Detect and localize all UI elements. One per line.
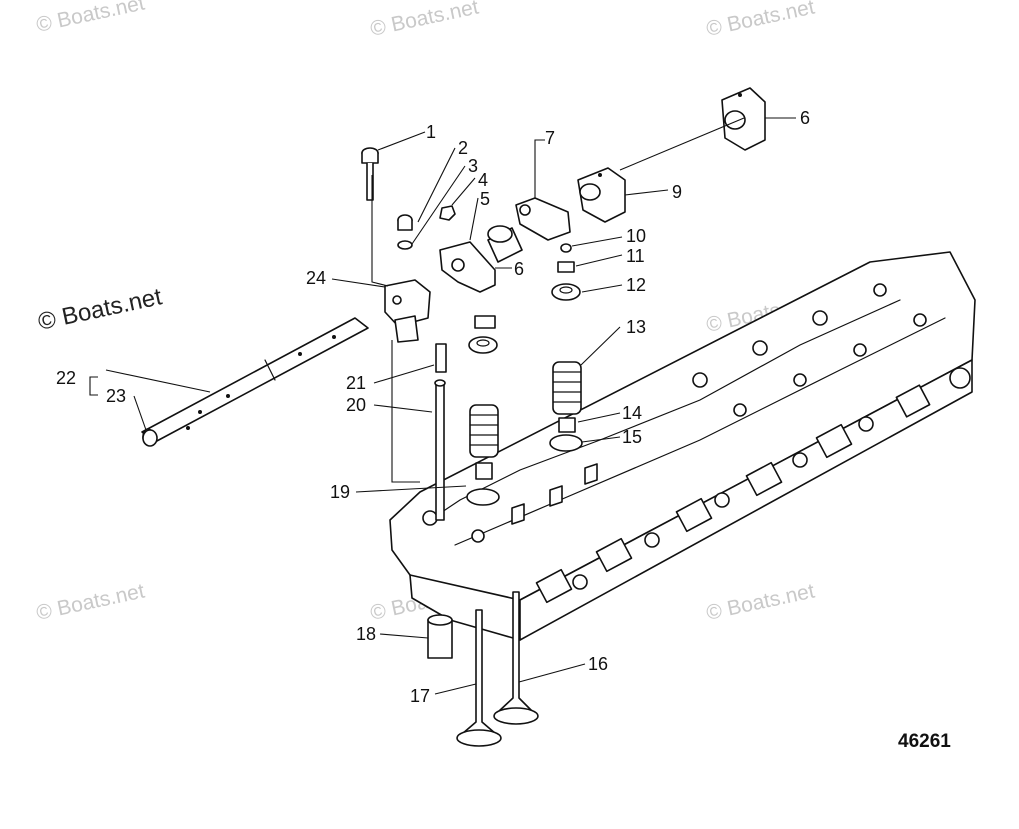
- callout-4: 4: [478, 170, 488, 190]
- figure-number: 46261: [898, 731, 951, 752]
- bolt: [361, 147, 379, 201]
- callout-8: 6: [800, 108, 810, 128]
- callout-1: 1: [426, 122, 436, 142]
- rocker-arm-right: [515, 197, 571, 241]
- callout-17: 17: [410, 686, 430, 706]
- callout-7: 7: [545, 128, 555, 148]
- callout-12: 12: [626, 275, 646, 295]
- leader-lines: [89, 117, 796, 695]
- callouts: 1 2 3 4 5 6 7 6 9 10 11 12 13 14 15 16 1…: [56, 108, 810, 706]
- valve-spring-left: [469, 404, 499, 458]
- spring-retainer-left: [468, 336, 498, 354]
- watermark: © Boats.net: [34, 579, 147, 624]
- callout-20: 20: [346, 395, 366, 415]
- shaft-plug: [142, 429, 158, 447]
- adjusting-screw: [435, 343, 447, 373]
- rocker-bracket: [577, 167, 626, 223]
- watermark: © Boats.net: [704, 579, 817, 624]
- watermark: © Boats.net: [36, 283, 165, 336]
- spring-retainer: [551, 283, 581, 301]
- callout-15: 15: [622, 427, 642, 447]
- valve-keepers-left: [474, 315, 496, 329]
- rocker-arm-left: [439, 241, 496, 293]
- callout-22: 22: [56, 368, 76, 388]
- exhaust-valve: [456, 609, 502, 747]
- callout-5: 5: [480, 189, 490, 209]
- spring-seat-left: [466, 488, 500, 506]
- callout-23: 23: [106, 386, 126, 406]
- watermark: © Boats.net: [704, 0, 817, 41]
- callout-3: 3: [468, 156, 478, 176]
- callout-18: 18: [356, 624, 376, 644]
- intake-valve: [493, 591, 539, 725]
- valve-spring: [552, 361, 582, 415]
- callout-11: 11: [626, 246, 645, 266]
- callout-19: 19: [330, 482, 350, 502]
- valve-cap: [560, 243, 572, 253]
- callout-21: 21: [346, 373, 366, 393]
- callout-9: 9: [672, 182, 682, 202]
- rocker-shaft: [141, 317, 369, 446]
- valve-seal: [558, 417, 576, 433]
- watermark: © Boats.net: [368, 0, 481, 41]
- callout-10: 10: [626, 226, 646, 246]
- valve-keepers: [557, 261, 575, 273]
- callout-24: 24: [306, 268, 326, 288]
- callout-14: 14: [622, 403, 642, 423]
- short-bolt: [397, 214, 413, 250]
- push-rod: [434, 379, 446, 521]
- bushing: [487, 225, 523, 263]
- watermark: © Boats.net: [34, 0, 147, 37]
- callout-6-left: 6: [514, 259, 524, 279]
- rocker-support: [384, 279, 431, 343]
- adjuster-nut: [439, 205, 456, 221]
- callout-16: 16: [588, 654, 608, 674]
- callout-13: 13: [626, 317, 646, 337]
- end-bracket: [721, 87, 766, 151]
- spring-seat: [549, 434, 583, 452]
- valve-guide: [427, 614, 453, 659]
- callout-2: 2: [458, 138, 468, 158]
- valve-seal-left: [475, 462, 493, 480]
